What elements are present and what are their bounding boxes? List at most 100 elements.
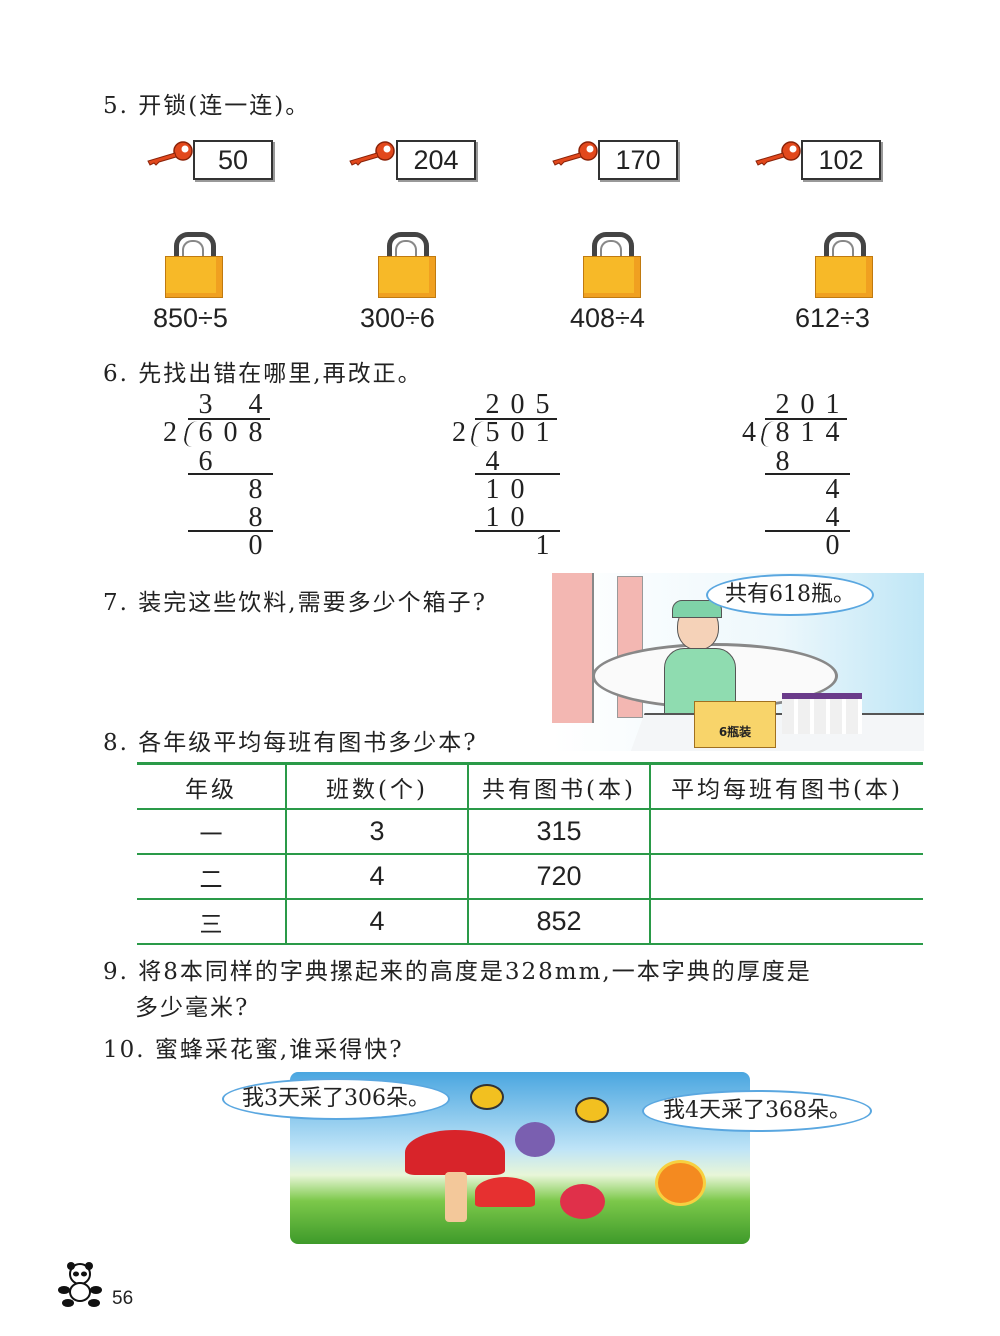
box-label: 6瓶装 (694, 701, 776, 748)
panda-logo-icon (58, 1262, 102, 1307)
lock-icon[interactable] (378, 232, 436, 298)
bubble-618: 共有618瓶。 (706, 574, 874, 616)
cell: 852 (467, 899, 650, 945)
digit (795, 530, 820, 562)
cell: 4 (285, 854, 468, 900)
digit: 4 (825, 417, 840, 448)
digit: 8 (775, 446, 790, 477)
key-icon[interactable] (550, 140, 600, 166)
digit: 8 (248, 417, 263, 448)
division-line (475, 530, 560, 532)
header-books: 共有图书(本) (467, 762, 650, 810)
header-classes: 班数(个) (285, 762, 468, 810)
division-line (765, 473, 850, 475)
answer-cell[interactable] (649, 899, 923, 945)
key-tag[interactable]: 204 (396, 140, 476, 180)
bubble-right-bee: 我4天采了368朵。 (642, 1090, 872, 1132)
step-row: 6 (193, 446, 268, 478)
key-icon[interactable] (145, 140, 195, 166)
key-tag[interactable]: 170 (598, 140, 678, 180)
key-icon[interactable] (347, 140, 397, 166)
step-row: 8 (770, 446, 845, 478)
cell: 一 (137, 809, 286, 855)
digit: 0 (510, 502, 525, 533)
digit: 5 (535, 389, 550, 420)
digit: 8 (775, 417, 790, 448)
answer-cell[interactable] (649, 809, 923, 855)
header-grade: 年级 (137, 762, 286, 810)
q9-line2: 多少毫米? (135, 995, 250, 1021)
digit: 0 (510, 389, 525, 420)
digit: 8 (248, 502, 263, 533)
digit: 1 (535, 417, 550, 448)
divisor: 2 (452, 417, 466, 448)
q7-title: 7. 装完这些饮料,需要多少个箱子? (103, 590, 487, 616)
divisor: 2 (163, 417, 177, 448)
digit: 4 (248, 389, 263, 420)
division-line (475, 418, 557, 420)
bees-flowers-illustration (290, 1072, 750, 1244)
digit: 1 (535, 530, 550, 561)
digit (193, 530, 218, 562)
step-row: 0 (193, 530, 268, 562)
cell: 二 (137, 854, 286, 900)
digit: 1 (485, 474, 500, 505)
q8-title: 8. 各年级平均每班有图书多少本? (103, 730, 478, 756)
key-tag[interactable]: 50 (193, 140, 273, 180)
lock-icon[interactable] (815, 232, 873, 298)
digit: 3 (198, 389, 213, 420)
key-icon[interactable] (753, 140, 803, 166)
step-row: 4 (480, 446, 555, 478)
digit: 0 (510, 474, 525, 505)
lock-icon[interactable] (583, 232, 641, 298)
lock-icon[interactable] (165, 232, 223, 298)
digit: 1 (485, 502, 500, 533)
digit (480, 530, 505, 562)
division-line (188, 418, 270, 420)
answer-cell[interactable] (649, 854, 923, 900)
q6-title: 6. 先找出错在哪里,再改正。 (103, 361, 423, 387)
key-tag[interactable]: 102 (801, 140, 881, 180)
digit (770, 530, 795, 562)
step-row: 0 (770, 530, 845, 562)
digit (218, 530, 243, 562)
digit: 2 (775, 389, 790, 420)
step-row: 8 (193, 474, 268, 506)
division-line (188, 473, 273, 475)
digit: 0 (825, 530, 840, 561)
step-row: 4 (770, 502, 845, 534)
bubble-left-bee: 我3天采了306朵。 (222, 1078, 450, 1120)
q9-line1: 9. 将8本同样的字典摞起来的高度是328mm,一本字典的厚度是 (103, 959, 812, 985)
cell: 720 (467, 854, 650, 900)
digit: 0 (248, 530, 263, 561)
divisor: 4 (742, 417, 756, 448)
lock-expression: 300÷6 (360, 303, 435, 333)
division-line (765, 418, 847, 420)
cell: 315 (467, 809, 650, 855)
table-header-row: 年级 班数(个) 共有图书(本) 平均每班有图书(本) (137, 762, 923, 810)
digit (505, 530, 530, 562)
step-row: 4 (770, 474, 845, 506)
lock-expression: 408÷4 (570, 303, 645, 333)
page-number: 56 (112, 1288, 134, 1309)
digit: 0 (510, 417, 525, 448)
cell: 3 (285, 809, 468, 855)
digit: 2 (485, 389, 500, 420)
digit: 4 (825, 474, 840, 505)
digit: 0 (223, 417, 238, 448)
lock-expression: 612÷3 (795, 303, 870, 333)
division-line (765, 530, 850, 532)
digit: 1 (825, 389, 840, 420)
